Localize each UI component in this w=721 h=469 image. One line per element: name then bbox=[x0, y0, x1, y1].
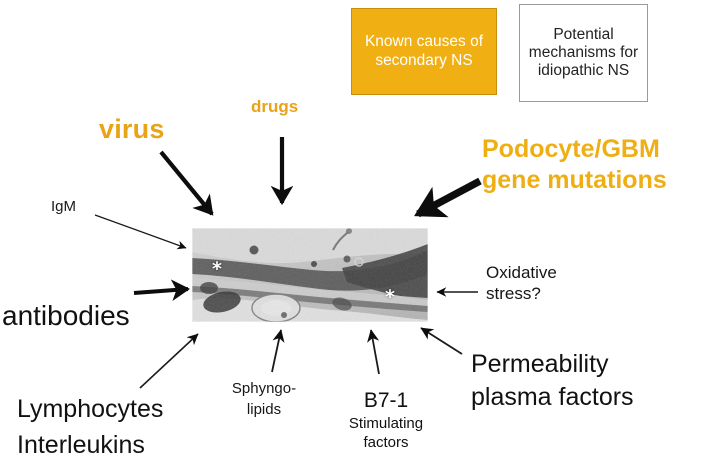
arrow-sphyngolipids-to-micrograph bbox=[271, 329, 285, 373]
micrograph-svg bbox=[192, 228, 428, 322]
arrow-permeability-to-micrograph bbox=[420, 327, 463, 355]
label-igm: IgM bbox=[51, 198, 77, 215]
legend-secondary-label: Known causes of secondary NS bbox=[364, 33, 484, 69]
label-drugs: drugs bbox=[251, 97, 299, 116]
arrow-b71-to-micrograph bbox=[367, 329, 380, 375]
legend-box-potential-mechanisms-idiopathic-ns: Potential mechanisms for idiopathic NS bbox=[519, 4, 648, 102]
arrow-antibodies-to-micrograph bbox=[133, 279, 190, 301]
micrograph-asterisk-left: * bbox=[212, 258, 222, 280]
legend-idiopathic-label: Potential mechanisms for idiopathic NS bbox=[528, 25, 639, 80]
label-podocyte-gbm-gene-mutations: Podocyte/GBM gene mutations bbox=[482, 135, 667, 195]
label-b7-1-subtitle: Stimulating factors bbox=[348, 414, 424, 452]
micrograph-asterisk-right: * bbox=[385, 286, 395, 308]
label-antibodies: antibodies bbox=[2, 300, 130, 331]
label-oxidative-stress: Oxidative stress? bbox=[486, 263, 557, 304]
label-b7-1: B7-1 bbox=[363, 389, 409, 412]
legend-box-known-causes-secondary-ns: Known causes of secondary NS bbox=[351, 8, 497, 95]
arrow-lymphocytes-to-micrograph bbox=[139, 333, 199, 389]
label-permeability-plasma-factors: Permeability plasma factors bbox=[471, 350, 634, 411]
label-lymphocytes-interleukins: Lymphocytes Interleukins bbox=[17, 395, 164, 459]
electron-micrograph-image: * * bbox=[192, 228, 428, 322]
arrow-virus-to-micrograph bbox=[159, 150, 214, 216]
arrow-igm-to-micrograph bbox=[94, 214, 187, 250]
label-sphyngolipids: Sphyngo- lipids bbox=[231, 380, 297, 418]
label-virus: virus bbox=[99, 114, 165, 144]
label-b7-1-group: B7-1 Stimulating factors bbox=[330, 389, 442, 453]
arrow-gene-mutations-to-micrograph bbox=[414, 177, 482, 218]
